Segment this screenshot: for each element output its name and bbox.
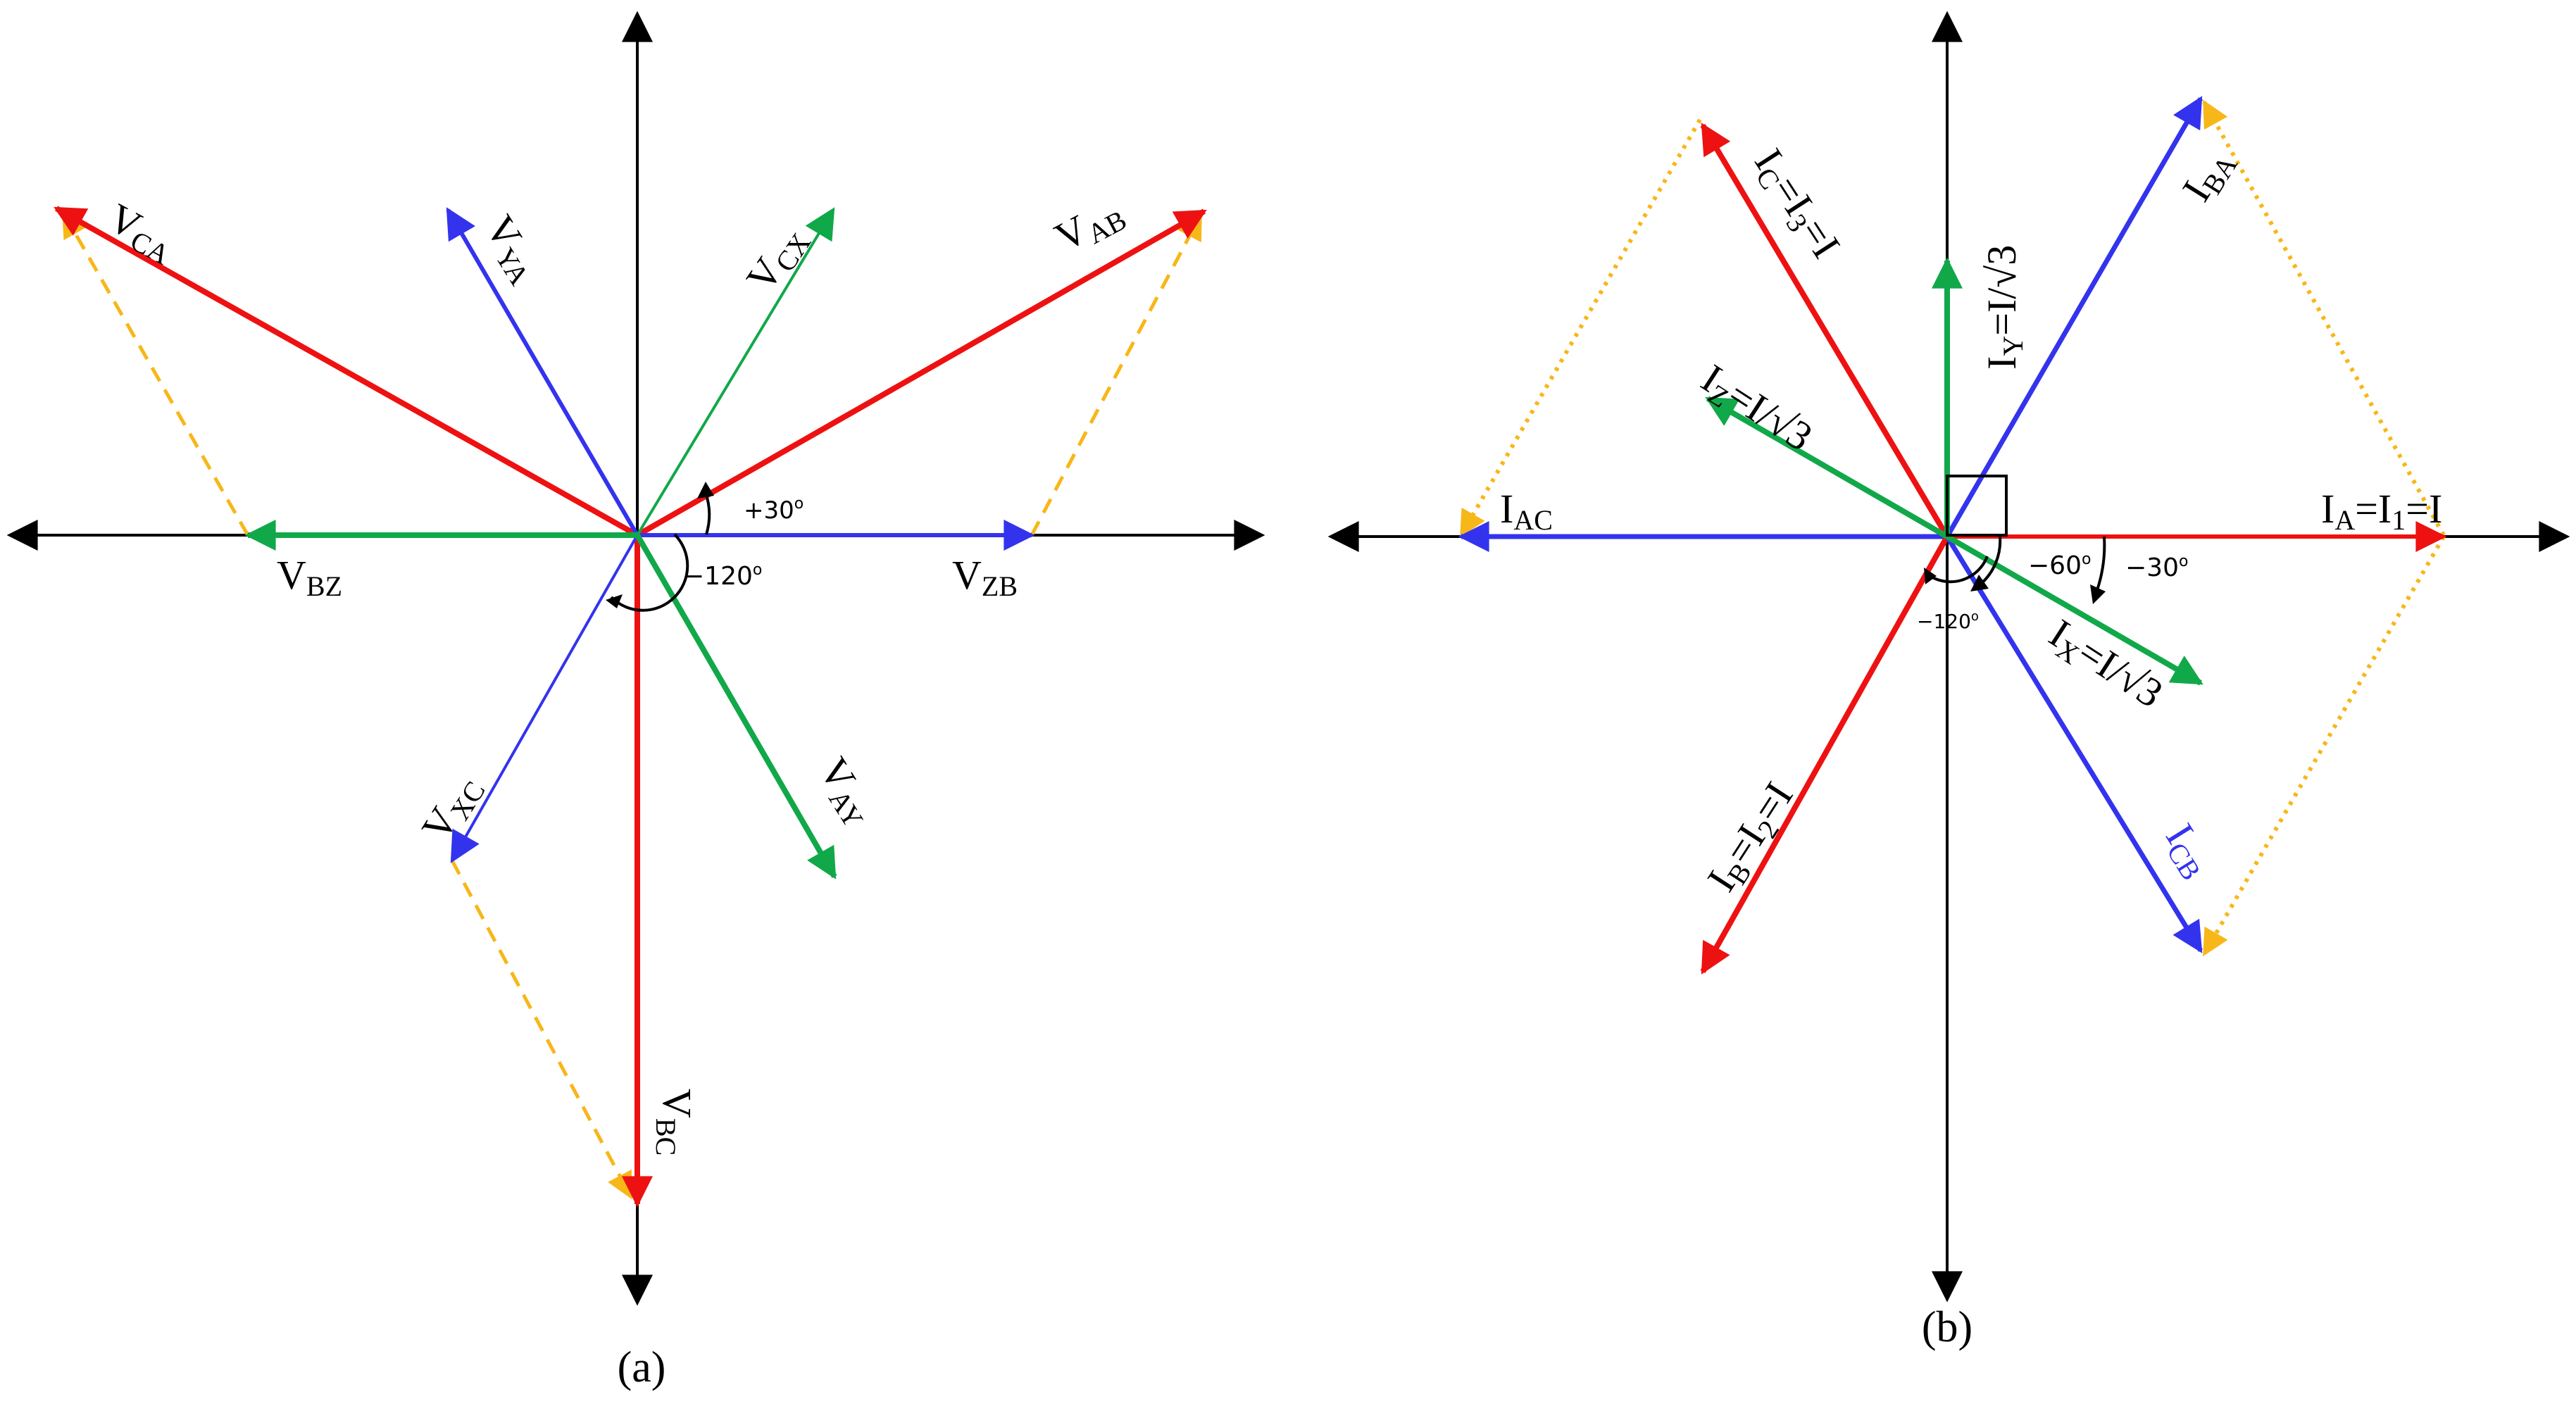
- angle-label-minus120-b: −120o: [1917, 609, 1979, 633]
- label-vbc: VBC: [650, 1089, 700, 1156]
- label-iac: IAC: [1500, 486, 1553, 536]
- dotted-to-iac: [1459, 118, 1702, 538]
- vector-ic: [1700, 123, 1950, 539]
- dashed-to-vbc: [450, 859, 633, 1200]
- label-vcx: VCX: [737, 217, 817, 302]
- dotted-to-iba: [2202, 99, 2446, 537]
- vector-vya: [446, 207, 639, 537]
- label-ic: IC=I3=I: [1742, 141, 1849, 268]
- label-iy: IY=I/√3: [1979, 245, 2029, 370]
- label-vxc: VXC: [413, 766, 492, 851]
- label-vzb: VZB: [952, 552, 1018, 602]
- angle-arc-minus120-b-arrowhead: [1924, 568, 1937, 584]
- angle-label-minus60: −60o: [2028, 551, 2091, 580]
- right-angle-marker: [1946, 475, 2008, 537]
- vector-iz: [1705, 396, 1949, 539]
- angle-label-minus30: −30o: [2125, 553, 2188, 582]
- vector-iba: [1944, 96, 2203, 538]
- label-iz: IZ=I/√3: [1692, 355, 1821, 463]
- panel-b-vectors: [1458, 96, 2447, 975]
- label-vab: VAB: [1048, 187, 1132, 263]
- label-iba: IBA: [2173, 140, 2244, 211]
- angle-arc-plus30-arrowhead: [697, 482, 714, 499]
- vector-vab: [636, 208, 1207, 538]
- angle-label-minus120: −120o: [683, 561, 762, 591]
- panel-b-current-phasors: −60o −30o −120o IC=I3=I IY=I/√3 IZ=I/√3 …: [1327, 11, 2570, 1351]
- panel-a-vectors: [54, 206, 1207, 1208]
- caption-a: (a): [618, 1344, 666, 1391]
- angle-arc-minus30-arrowhead: [2090, 584, 2106, 604]
- panel-b-axes: [1327, 11, 2570, 1303]
- angle-arc-minus120-arrowhead: [606, 594, 623, 608]
- panel-a-dashed-sums: [61, 210, 1203, 1200]
- dashed-to-vca: [61, 210, 250, 537]
- vector-ib: [1700, 535, 1950, 975]
- panel-b-dotted-sums: [1459, 99, 2446, 957]
- label-ia: IA=I1=I: [2321, 486, 2442, 536]
- label-ib: IB=I2=I: [1698, 774, 1805, 901]
- vector-icb: [1945, 535, 2203, 953]
- vector-vay: [634, 534, 837, 879]
- angle-arc-minus120: [610, 533, 689, 612]
- label-vya: VYA: [473, 207, 551, 290]
- angle-label-plus30: +30o: [744, 495, 804, 525]
- angle-arc-minus60: [1979, 536, 2002, 586]
- label-vbz: VBZ: [277, 552, 342, 602]
- label-vca: VCA: [99, 194, 183, 270]
- label-vay: VAY: [807, 749, 885, 833]
- angle-arc-minus60-arrowhead: [1970, 575, 1989, 591]
- vector-ix: [1945, 534, 2203, 686]
- dotted-to-icb: [2202, 535, 2446, 957]
- angle-arc-minus30: [2096, 536, 2106, 591]
- dashed-to-vab: [1030, 212, 1203, 537]
- angle-arc-plus30: [704, 492, 711, 535]
- label-icb: ICB: [2153, 815, 2223, 885]
- vector-vca: [54, 206, 639, 538]
- angle-arc-minus120-b: [1925, 556, 1989, 584]
- panel-a-voltage-phasors: +30o −120o VCA VYA VCX VAB VBZ VZB VXC V…: [6, 11, 1265, 1391]
- vector-vcx: [636, 207, 835, 537]
- caption-b: (b): [1922, 1303, 1972, 1351]
- vector-vxc: [450, 534, 639, 863]
